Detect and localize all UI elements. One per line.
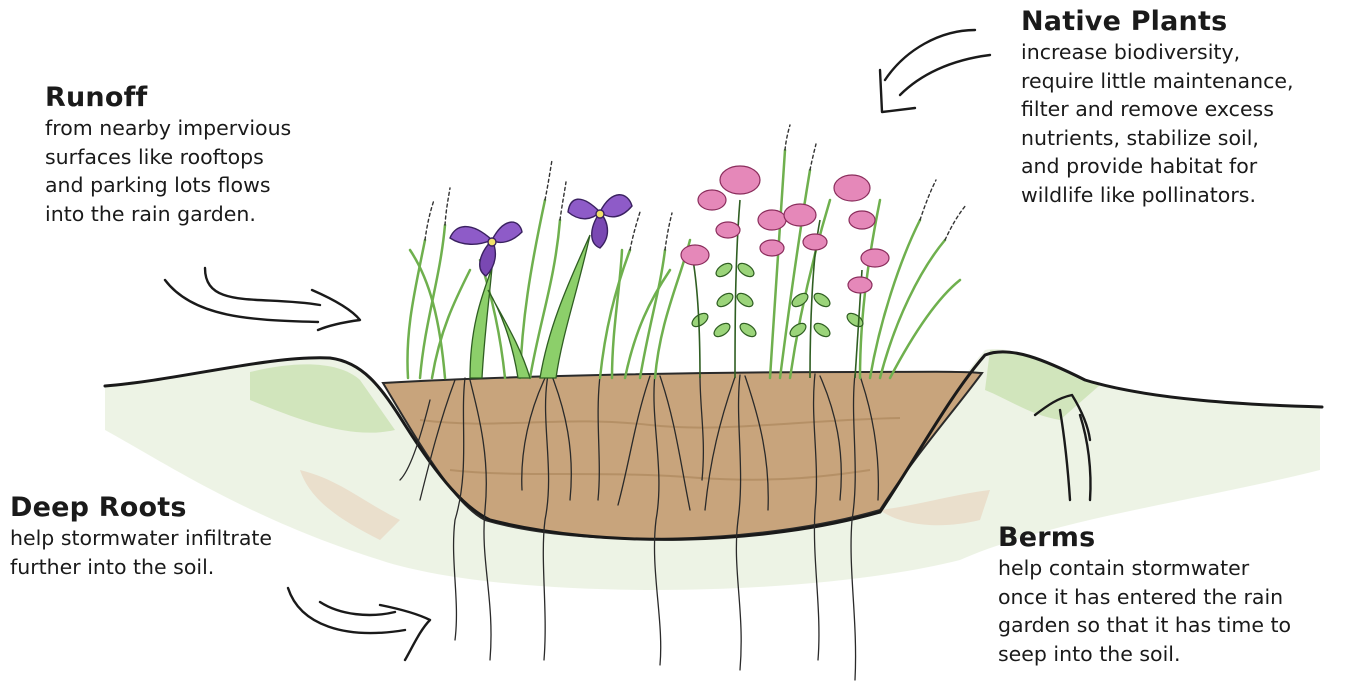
- deep-roots-title: Deep Roots: [10, 492, 272, 524]
- deep-roots-callout: Deep Roots help stormwater infiltrate fu…: [10, 492, 272, 581]
- native-plants-title: Native Plants: [1021, 6, 1294, 38]
- pink-flowers: [681, 166, 889, 293]
- deep-roots-arrow: [288, 588, 430, 660]
- runoff-text: from nearby impervious surfaces like roo…: [45, 114, 291, 228]
- runoff-arrow: [165, 268, 360, 330]
- iris-flower: [568, 195, 632, 248]
- native-plants-arrow: [880, 30, 990, 112]
- runoff-title: Runoff: [45, 82, 291, 114]
- berms-callout: Berms help contain stormwater once it ha…: [998, 522, 1291, 668]
- berms-title: Berms: [998, 522, 1291, 554]
- deep-roots-text: help stormwater infiltrate further into …: [10, 524, 272, 581]
- iris-flower: [450, 222, 522, 276]
- runoff-callout: Runoff from nearby impervious surfaces l…: [45, 82, 291, 228]
- berms-text: help contain stormwater once it has ente…: [998, 554, 1291, 668]
- native-plants-text: increase biodiversity, require little ma…: [1021, 38, 1294, 209]
- native-plants-callout: Native Plants increase biodiversity, req…: [1021, 6, 1294, 209]
